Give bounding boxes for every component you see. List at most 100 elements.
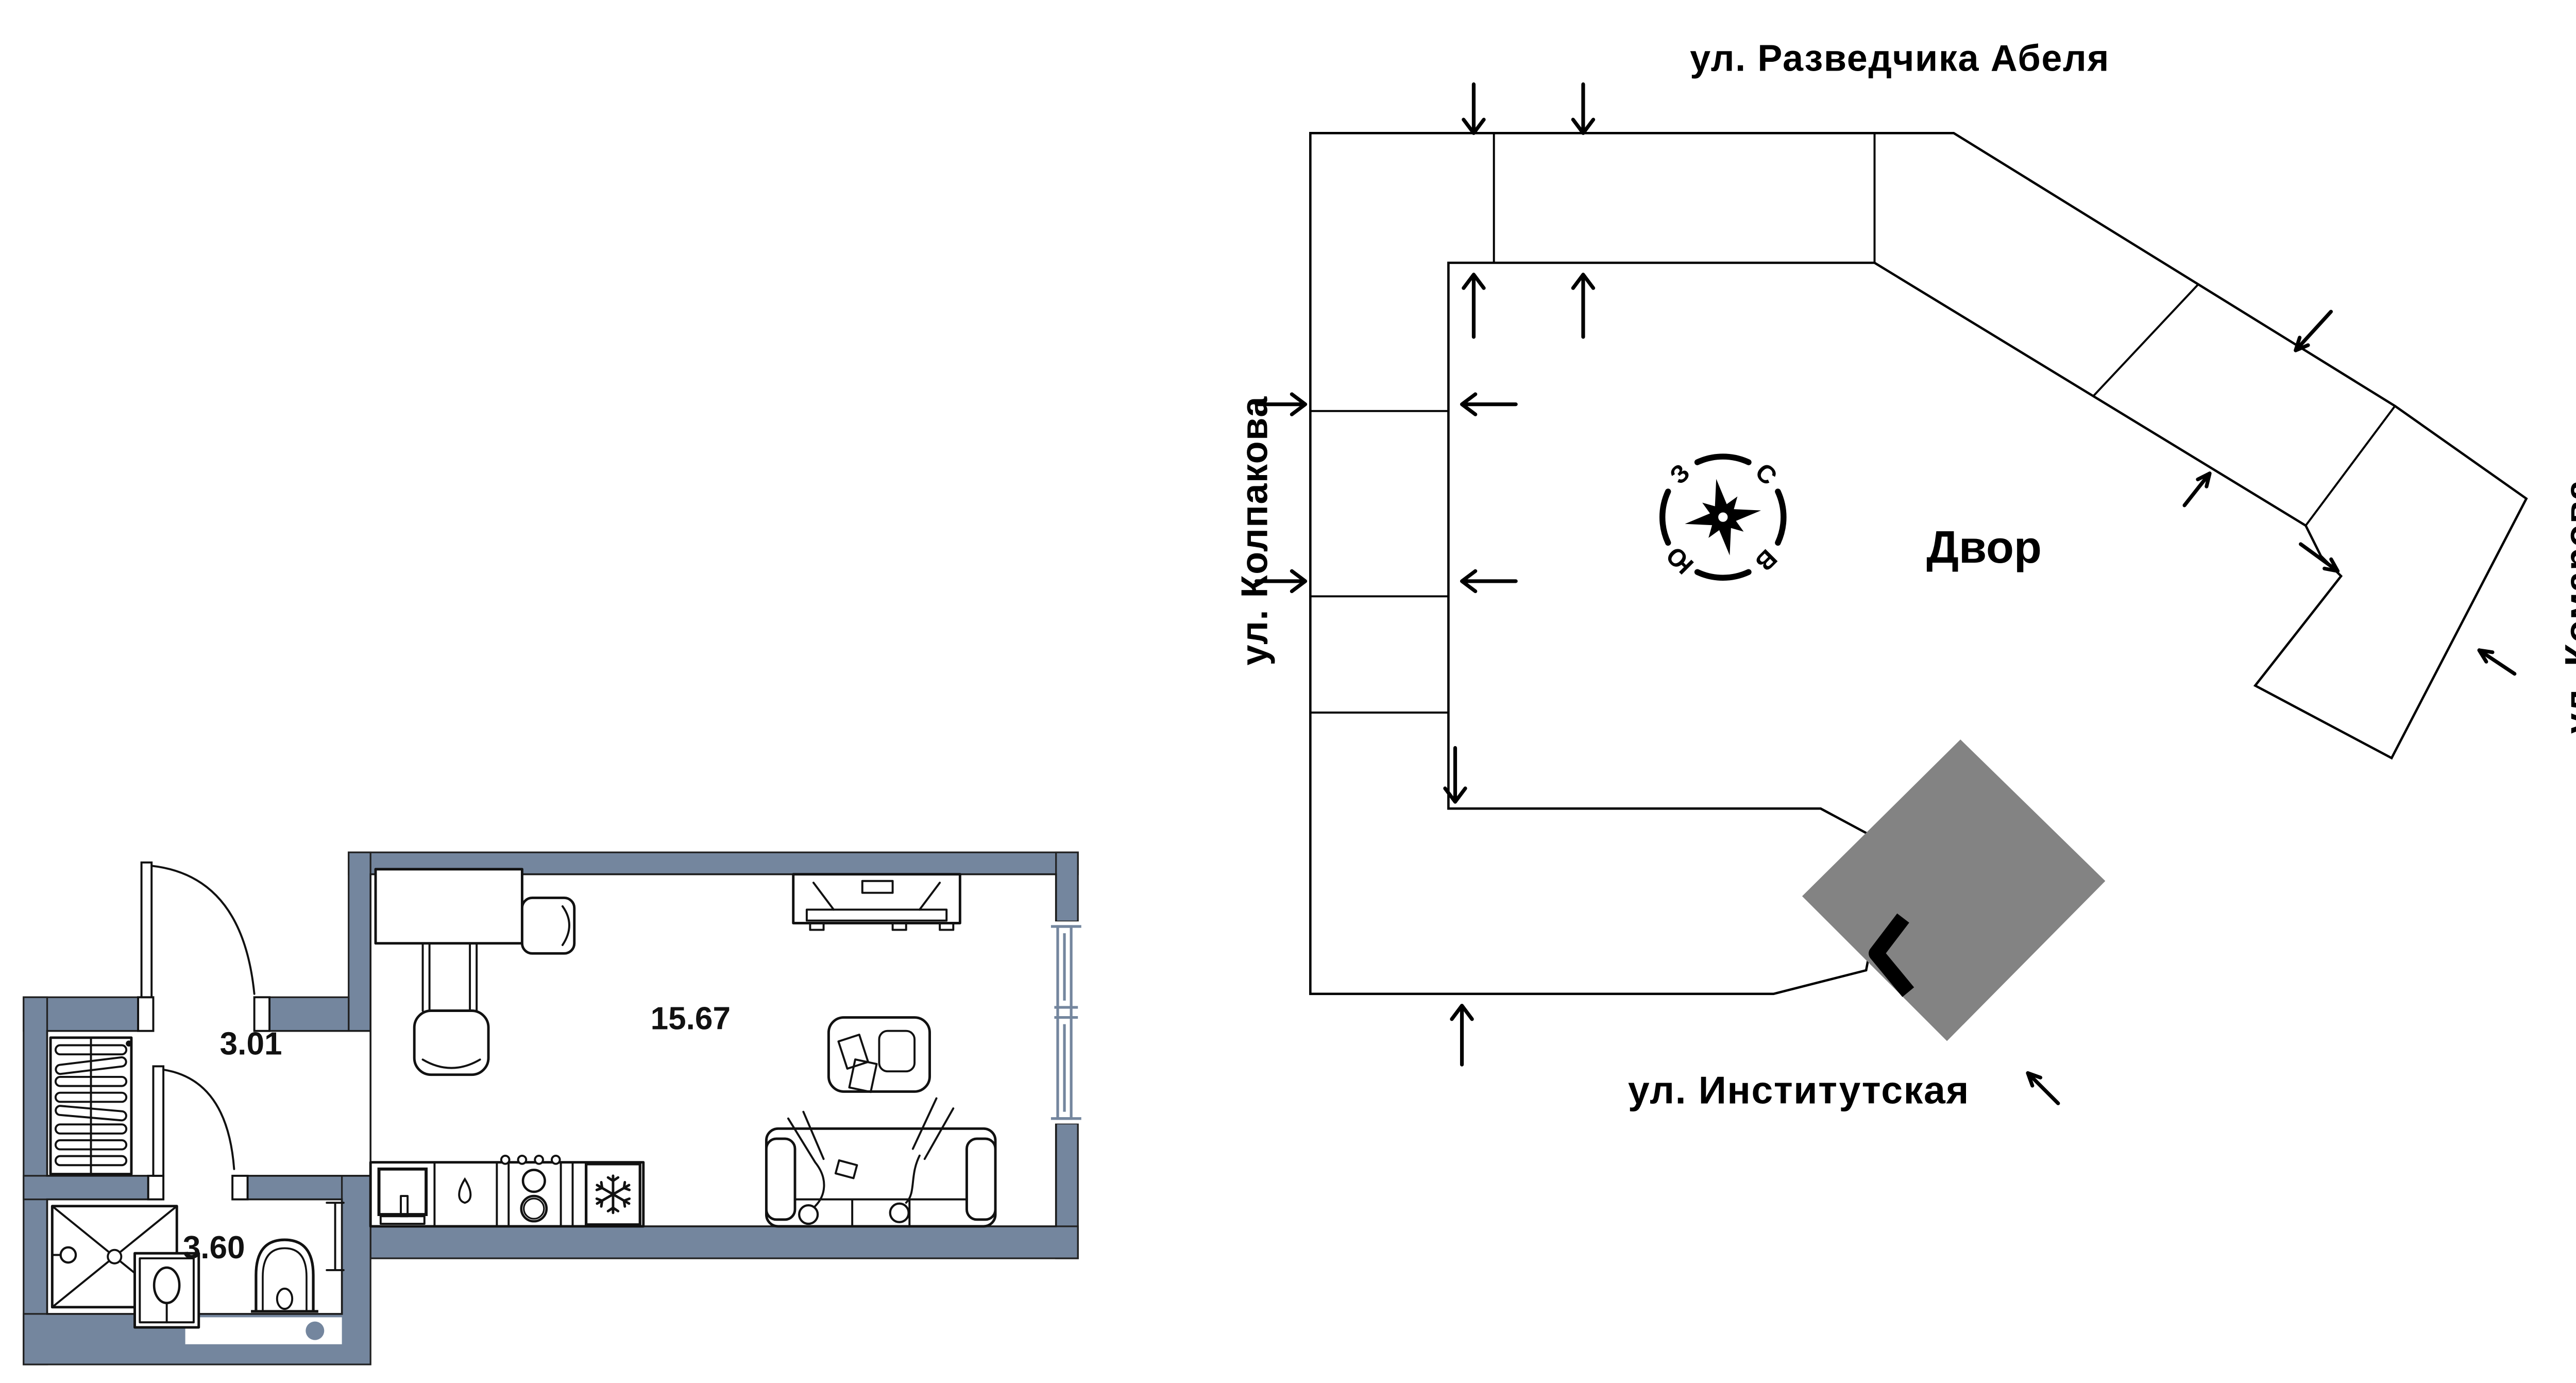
entrance-arrows xyxy=(1255,82,2517,1105)
compass-arc-bottom xyxy=(1694,569,1752,581)
sofa-armrest-left xyxy=(765,1137,796,1221)
entry-door-jamb-left xyxy=(137,996,155,1032)
bathroom-sink xyxy=(133,1252,200,1329)
sofa-armrest-right xyxy=(965,1137,997,1221)
building-footprint xyxy=(1309,132,2528,996)
arrow-left-1 xyxy=(1460,392,1518,416)
tv-feet xyxy=(809,922,955,931)
art-inner xyxy=(878,1030,916,1073)
entrance-marker xyxy=(1869,913,1914,997)
arrow-se-1 xyxy=(2298,542,2340,573)
courtyard-label: Двор xyxy=(1926,521,2042,572)
compass-arc-top xyxy=(1694,453,1752,465)
building-section-dividers xyxy=(1310,133,2396,714)
sink-basin xyxy=(152,1266,181,1304)
desk-chair-side xyxy=(520,897,576,955)
kitchen-sink-faucet xyxy=(400,1195,409,1218)
window-niche xyxy=(1044,921,1092,1124)
area-label-bathroom: 3.60 xyxy=(183,1230,245,1266)
wall-stub xyxy=(348,851,371,1032)
desk-group xyxy=(374,868,576,1076)
arrow-nw-1 xyxy=(2477,648,2517,676)
window xyxy=(1044,921,1092,1124)
bathroom-door-leaf xyxy=(152,1065,165,1177)
toilet-bowl xyxy=(255,1238,315,1311)
street-label-left: ул. Колпакова xyxy=(1234,396,1275,665)
compass-east: В xyxy=(1750,544,1782,576)
wall-bottom-main xyxy=(369,1225,1079,1259)
arrow-down-3 xyxy=(1443,746,1467,804)
entry-door-jamb-right xyxy=(253,996,271,1032)
tv-unit xyxy=(792,873,961,931)
shower-drain xyxy=(107,1249,123,1264)
desk-chair-front xyxy=(413,942,490,1076)
bathroom-door-jamb-right xyxy=(231,1174,249,1201)
building-highlight xyxy=(1802,739,2106,1041)
arrow-right-2 xyxy=(1255,569,1308,594)
compass: С З Ю В xyxy=(1659,453,1787,581)
art-card-2 xyxy=(848,1058,878,1093)
bathroom-door-jamb-left xyxy=(147,1174,165,1201)
site-plan: С З Ю В ул. Разведчика Абеля ул. Колпако… xyxy=(1234,38,2576,1111)
arrow-down-2 xyxy=(1571,82,1596,135)
street-label-bottom: ул. Институтская xyxy=(1628,1068,1970,1111)
arrow-up-1 xyxy=(1462,273,1486,339)
desk xyxy=(374,868,523,945)
tv-console xyxy=(792,873,961,924)
shower-head xyxy=(59,1246,77,1264)
entry-door-swing-arc xyxy=(150,865,256,995)
counter-dividers xyxy=(433,1161,587,1227)
street-label-right: ул. Комарова xyxy=(2558,479,2576,734)
arrow-sw-1 xyxy=(2294,310,2333,352)
wall-right-upper xyxy=(1055,851,1079,922)
entry-door-leaf xyxy=(140,861,153,999)
wardrobe-hangers xyxy=(54,1044,128,1167)
bathroom-door xyxy=(147,1065,249,1203)
stove xyxy=(500,1154,561,1223)
compass-arc-right xyxy=(1775,488,1787,546)
sofa xyxy=(765,1097,997,1228)
tv-stand-lines xyxy=(812,882,941,911)
compass-north: С xyxy=(1750,458,1782,491)
kitchen-sink xyxy=(377,1167,428,1216)
arrow-nw-2 xyxy=(2026,1071,2060,1105)
counter-handle xyxy=(458,1177,472,1204)
toilet-bowl-inner xyxy=(262,1247,308,1311)
snowflake-icon xyxy=(595,1174,631,1215)
tv-box xyxy=(861,880,894,894)
toilet xyxy=(251,1238,318,1313)
area-label-hallway: 3.01 xyxy=(220,1026,282,1061)
burner-large xyxy=(520,1194,548,1223)
art-panel xyxy=(827,1016,931,1093)
toilet-flush xyxy=(276,1287,294,1310)
art-card-1 xyxy=(837,1034,869,1070)
tv-screen xyxy=(805,908,948,922)
book xyxy=(834,1159,858,1179)
street-label-top: ул. Разведчика Абеля xyxy=(1690,38,2110,79)
bathroom-door-swing-arc xyxy=(162,1068,235,1170)
compass-hub xyxy=(1714,508,1732,526)
arrow-left-2 xyxy=(1460,569,1518,594)
bathroom-door-opening xyxy=(163,1172,233,1203)
floor-plan: 3.01 3.60 15.67 xyxy=(23,851,1092,1365)
entry-door xyxy=(137,861,271,1035)
compass-west: З xyxy=(1665,459,1696,490)
burner-small xyxy=(521,1169,546,1193)
arrow-up-2 xyxy=(1571,273,1596,339)
person-2 xyxy=(889,1097,955,1223)
window-sash-lines xyxy=(1050,925,1081,1120)
wardrobe-knob xyxy=(126,1040,132,1047)
column-dot xyxy=(306,1321,325,1340)
area-label-living: 15.67 xyxy=(651,1001,731,1036)
wall-bath-top-right xyxy=(245,1175,343,1201)
arrow-down-1 xyxy=(1462,82,1486,135)
wardrobe xyxy=(49,1036,133,1176)
compass-south: Ю xyxy=(1661,541,1699,579)
entry-door-opening xyxy=(151,993,256,1035)
arrow-right-1 xyxy=(1255,392,1308,416)
arrow-ne-1 xyxy=(2182,471,2212,508)
bottom-niche xyxy=(185,1317,342,1344)
person-1 xyxy=(787,1110,825,1225)
towel-rail xyxy=(326,1202,345,1271)
